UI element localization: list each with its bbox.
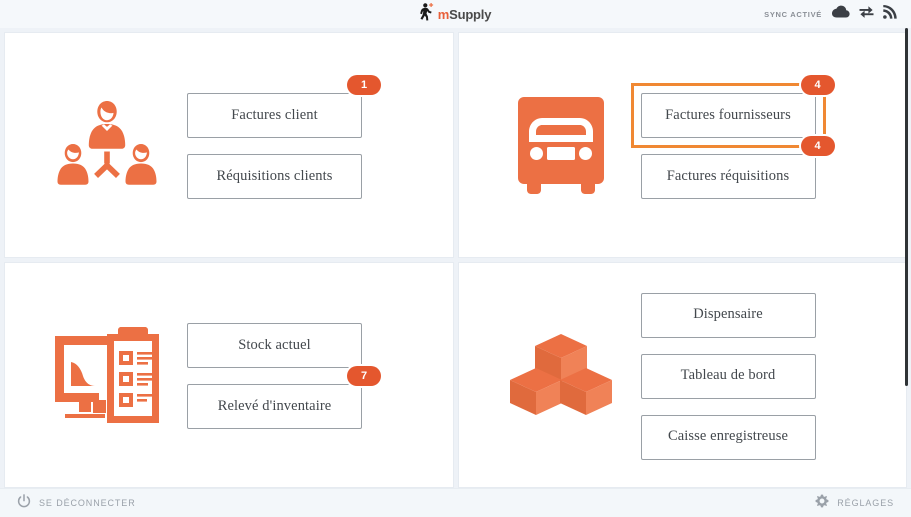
menu-button-caisse-enregistreuse[interactable]: Caisse enregistreuse bbox=[640, 414, 816, 460]
sync-exchange-icon[interactable] bbox=[859, 5, 874, 23]
delivery-truck-icon bbox=[481, 95, 641, 195]
menu-button-factures-requisitions[interactable]: Factures réquisitions bbox=[640, 154, 816, 199]
button-wrapper: Relevé d'inventaire 7 bbox=[180, 366, 381, 436]
monitor-clipboard-icon bbox=[27, 324, 187, 426]
panel-dispensary-buttons: Dispensaire Tableau de bord Caisse enreg… bbox=[640, 291, 816, 460]
menu-button-tableau-de-bord[interactable]: Tableau de bord bbox=[640, 353, 816, 399]
menu-button-factures-client[interactable]: Factures client bbox=[187, 93, 362, 138]
settings-button[interactable]: RÉGLAGES bbox=[815, 494, 894, 513]
menu-button-dispensaire[interactable]: Dispensaire bbox=[640, 292, 816, 338]
button-wrapper: Tableau de bord bbox=[634, 347, 823, 406]
vertical-scrollbar[interactable] bbox=[900, 28, 911, 488]
sync-status-label: SYNC ACTIVÉ bbox=[764, 9, 822, 19]
badge-factures-requisitions: 4 bbox=[800, 136, 835, 156]
menu-button-releve-inventaire[interactable]: Relevé d'inventaire bbox=[187, 384, 362, 429]
panel-dispensary: Dispensaire Tableau de bord Caisse enreg… bbox=[457, 262, 907, 488]
menu-button-requisitions-clients[interactable]: Réquisitions clients bbox=[187, 154, 362, 199]
button-wrapper: Factures réquisitions 4 bbox=[634, 136, 835, 206]
panel-suppliers: Factures fournisseurs 4 Factures réquisi… bbox=[457, 32, 907, 258]
gear-icon bbox=[815, 494, 829, 513]
button-wrapper: Stock actuel bbox=[180, 316, 369, 375]
button-wrapper: Caisse enregistreuse bbox=[634, 408, 823, 467]
logo-wordmark: mSupply bbox=[438, 7, 492, 22]
panel-stock: Stock actuel Relevé d'inventaire 7 bbox=[4, 262, 454, 488]
logo-supply: Supply bbox=[449, 6, 492, 22]
panel-stock-buttons: Stock actuel Relevé d'inventaire 7 bbox=[187, 321, 381, 429]
power-icon bbox=[17, 493, 31, 513]
panel-customers-buttons: Factures client 1 Réquisitions clients bbox=[187, 75, 381, 199]
button-wrapper: Dispensaire bbox=[634, 286, 823, 345]
signal-icon[interactable] bbox=[883, 4, 897, 24]
menu-button-factures-fournisseurs[interactable]: Factures fournisseurs bbox=[640, 93, 816, 138]
running-man-logo-icon bbox=[419, 2, 435, 26]
stacked-boxes-icon bbox=[481, 333, 641, 417]
customers-group-icon bbox=[27, 99, 187, 191]
scrollbar-thumb[interactable] bbox=[905, 28, 908, 386]
badge-releve-inventaire: 7 bbox=[347, 366, 381, 386]
badge-factures-fournisseurs: 4 bbox=[800, 75, 835, 95]
panel-suppliers-buttons: Factures fournisseurs 4 Factures réquisi… bbox=[630, 75, 835, 199]
logout-button[interactable]: SE DÉCONNECTER bbox=[17, 493, 136, 513]
menu-button-stock-actuel[interactable]: Stock actuel bbox=[187, 323, 362, 368]
cloud-icon[interactable] bbox=[831, 5, 850, 23]
dashboard-grid: Factures client 1 Réquisitions clients bbox=[0, 28, 911, 488]
button-wrapper: Réquisitions clients bbox=[180, 147, 369, 206]
logout-label: SE DÉCONNECTER bbox=[39, 498, 136, 508]
button-wrapper-focused: Factures fournisseurs 4 bbox=[630, 75, 835, 148]
app-footer: SE DÉCONNECTER RÉGLAGES bbox=[0, 488, 911, 517]
logo-m: m bbox=[437, 6, 450, 22]
sync-status-area: SYNC ACTIVÉ bbox=[764, 0, 897, 28]
msupply-logo: mSupply bbox=[419, 2, 492, 26]
badge-factures-client: 1 bbox=[347, 75, 381, 95]
button-wrapper: Factures client 1 bbox=[180, 75, 381, 145]
app-header: mSupply SYNC ACTIVÉ bbox=[0, 0, 911, 28]
panel-customers: Factures client 1 Réquisitions clients bbox=[4, 32, 454, 258]
settings-label: RÉGLAGES bbox=[837, 498, 894, 508]
